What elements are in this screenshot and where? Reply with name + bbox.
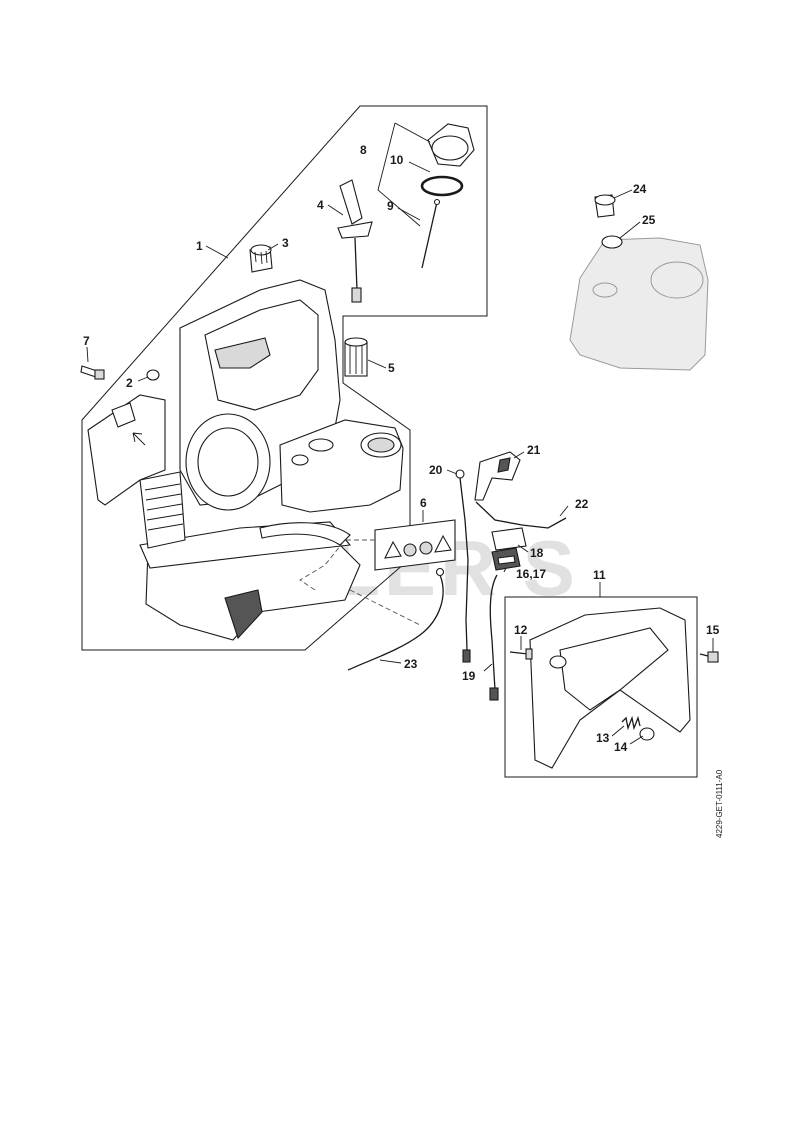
callout-9: 9 (387, 199, 394, 213)
callout-15: 15 (706, 623, 720, 637)
wire-guide-dashed (349, 589, 421, 626)
leader-18 (517, 544, 529, 553)
callout-2: 2 (126, 376, 133, 390)
leader-9 (397, 207, 421, 221)
callout-11: 11 (593, 568, 606, 582)
handle-part-11 (529, 607, 691, 769)
callout-13: 13 (596, 731, 610, 745)
spring-part-13 (621, 715, 641, 731)
dipstick-part-9 (421, 198, 441, 269)
callout-16-17: 16,17 (516, 567, 546, 581)
leader-24 (613, 189, 633, 199)
plug-part-2 (146, 369, 160, 381)
callout-18: 18 (530, 546, 544, 560)
handle-assembly-frame (504, 596, 698, 778)
callout-21: 21 (527, 443, 541, 457)
callout-20: 20 (429, 463, 443, 477)
callout-4: 4 (317, 198, 324, 212)
short-circuit-wire-part-20 (455, 469, 471, 663)
leader-20 (446, 469, 458, 475)
leader-16-17 (503, 567, 507, 573)
leader-8-cap (394, 122, 431, 143)
leader-4 (327, 204, 344, 216)
blower-housing (87, 279, 404, 641)
callout-14: 14 (614, 740, 628, 754)
leader-19 (483, 663, 493, 672)
callout-22: 22 (575, 497, 589, 511)
callout-7: 7 (83, 334, 90, 348)
fuel-cap-group-bracket (377, 122, 421, 227)
switch-cover-part-18 (491, 527, 527, 551)
callout-6: 6 (420, 496, 427, 510)
throttle-wire-part-22 (475, 501, 567, 529)
leader-5 (367, 359, 387, 369)
switch-wire-part-19 (489, 574, 499, 701)
tank-ghost-part (569, 237, 709, 371)
leader-2 (137, 376, 149, 382)
stop-switch-part-16-17 (491, 547, 521, 571)
leader-3 (267, 243, 279, 251)
leader-10 (408, 161, 431, 173)
callout-19: 19 (462, 669, 476, 683)
throttle-trigger-part-21 (474, 451, 521, 501)
screw-part-7 (80, 365, 105, 380)
leader-25 (619, 221, 641, 239)
drawing-number: 4229-GET-0111-A0 (715, 769, 724, 838)
callout-8: 8 (360, 143, 367, 157)
leader-13 (611, 725, 625, 737)
screw-part-15 (699, 651, 719, 663)
leader-1 (205, 245, 229, 259)
leader-21 (513, 451, 525, 459)
leader-14 (629, 735, 644, 745)
callout-10: 10 (390, 153, 404, 167)
housing-assembly-frame (81, 105, 488, 651)
o-ring-part-10 (420, 175, 464, 197)
callout-24: 24 (633, 182, 647, 196)
primer-bulb-part-3 (249, 244, 273, 273)
callout-3: 3 (282, 236, 289, 250)
warning-label-part-6 (374, 519, 456, 571)
leader-22 (559, 505, 569, 517)
callout-25: 25 (642, 213, 656, 227)
callout-23: 23 (404, 657, 418, 671)
callout-5: 5 (388, 361, 395, 375)
grommet-part-25 (601, 235, 623, 249)
callout-12: 12 (514, 623, 528, 637)
leader-7 (86, 346, 89, 363)
leader-23 (379, 659, 402, 664)
label-position-guide (299, 539, 375, 591)
callout-1: 1 (196, 239, 203, 253)
fuel-cap-part-8 (427, 123, 475, 167)
fuel-pickup-part-4 (337, 179, 373, 303)
vent-valve-part-24 (594, 194, 616, 218)
ground-wire-part-23 (347, 567, 445, 671)
fuel-filter-part-5 (344, 337, 368, 377)
button-part-14 (639, 727, 655, 741)
screw-part-12 (509, 648, 533, 660)
